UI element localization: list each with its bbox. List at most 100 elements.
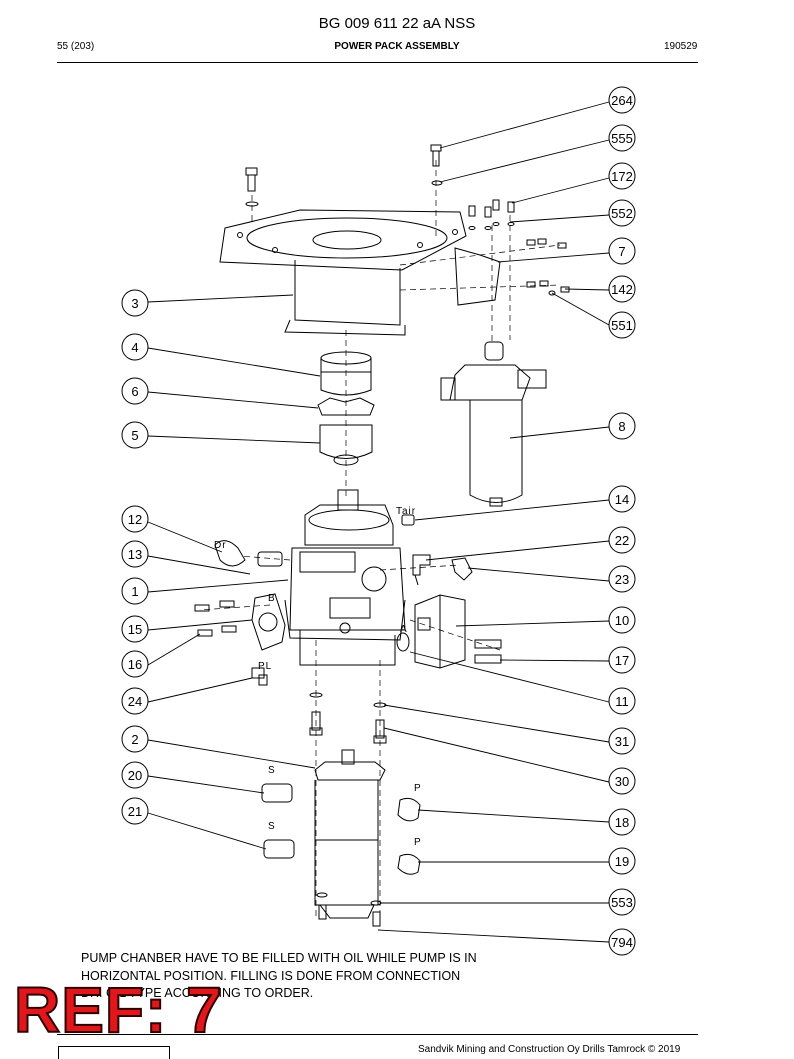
svg-text:19: 19 (615, 854, 629, 869)
callout-17[interactable]: 17 (608, 646, 636, 674)
svg-text:552: 552 (611, 206, 633, 221)
elbow-23 (451, 557, 473, 581)
gear-pump-2 (314, 749, 386, 919)
bolt-264 (430, 144, 443, 186)
svg-text:23: 23 (615, 572, 629, 587)
callout-5[interactable]: 5 (121, 421, 149, 449)
svg-text:13: 13 (128, 547, 142, 562)
filling-note: PUMP CHANBER HAVE TO BE FILLED WITH OIL … (81, 950, 551, 1003)
section-title: POWER PACK ASSEMBLY (334, 41, 460, 52)
callout-21[interactable]: 21 (121, 797, 149, 825)
svg-text:551: 551 (611, 318, 633, 333)
callout-10[interactable]: 10 (608, 606, 636, 634)
bolts-142 (526, 238, 570, 296)
assembly-axes (199, 160, 561, 920)
spider-6 (317, 397, 375, 416)
callout-16[interactable]: 16 (121, 650, 149, 678)
callout-794[interactable]: 794 (608, 928, 636, 956)
bolts-15-16 (194, 600, 237, 637)
svg-text:172: 172 (611, 169, 633, 184)
filter-8 (440, 341, 547, 507)
leader-lines (147, 101, 610, 943)
callout-553[interactable]: 553 (608, 888, 636, 916)
callout-23[interactable]: 23 (608, 565, 636, 593)
port-label-pl: PL (258, 661, 272, 672)
fitting-24 (251, 667, 268, 686)
port-label-s-lower: S (268, 821, 276, 832)
callout-6[interactable]: 6 (121, 377, 149, 405)
callout-22[interactable]: 22 (608, 526, 636, 554)
date-code: 190529 (664, 41, 698, 52)
port-label-tair: Tair (396, 506, 416, 517)
bolt-left (245, 167, 259, 207)
callout-8[interactable]: 8 (608, 412, 636, 440)
flange-housing (219, 209, 501, 336)
ref-stamp: REF: 7 (13, 974, 223, 1046)
port-label-dr: Dr (214, 540, 227, 551)
svg-text:4: 4 (131, 340, 138, 355)
callout-30[interactable]: 30 (608, 767, 636, 795)
svg-text:5: 5 (131, 428, 138, 443)
port-label-p-upper: P (414, 783, 422, 794)
callout-2[interactable]: 2 (121, 725, 149, 753)
callout-264[interactable]: 264 (608, 86, 636, 114)
bolts-172 (468, 199, 515, 230)
note-line-1: PUMP CHANBER HAVE TO BE FILLED WITH OIL … (81, 951, 477, 965)
svg-text:24: 24 (128, 694, 142, 709)
document-number: BG 009 611 22 aA NSS (318, 15, 476, 32)
callout-31[interactable]: 31 (608, 727, 636, 755)
callout-4[interactable]: 4 (121, 333, 149, 361)
svg-text:7: 7 (618, 244, 625, 259)
svg-text:794: 794 (611, 935, 633, 950)
callout-555[interactable]: 555 (608, 124, 636, 152)
tee-22 (412, 554, 431, 586)
svg-text:31: 31 (615, 734, 629, 749)
callout-18[interactable]: 18 (608, 808, 636, 836)
oring-11 (396, 632, 410, 652)
svg-text:1: 1 (131, 584, 138, 599)
fitting-20 (261, 783, 293, 803)
fitting-tair (401, 514, 415, 526)
callout-1[interactable]: 1 (121, 577, 149, 605)
callout-7[interactable]: 7 (608, 237, 636, 265)
fitting-21 (263, 839, 295, 859)
callout-24[interactable]: 24 (121, 687, 149, 715)
svg-text:553: 553 (611, 895, 633, 910)
svg-text:12: 12 (128, 512, 142, 527)
callout-19[interactable]: 19 (608, 847, 636, 875)
svg-text:15: 15 (128, 622, 142, 637)
callout-3[interactable]: 3 (121, 289, 149, 317)
callout-552[interactable]: 552 (608, 199, 636, 227)
callout-15[interactable]: 15 (121, 615, 149, 643)
callout-20[interactable]: 20 (121, 761, 149, 789)
svg-text:11: 11 (615, 694, 629, 709)
svg-text:16: 16 (128, 657, 142, 672)
callout-13[interactable]: 13 (121, 540, 149, 568)
footer-rule (57, 1034, 698, 1035)
callout-142[interactable]: 142 (608, 275, 636, 303)
callout-172[interactable]: 172 (608, 162, 636, 190)
header-rule (57, 62, 698, 63)
coupling-hub-5 (319, 424, 373, 466)
coupling-hub-4 (320, 351, 372, 396)
svg-text:20: 20 (128, 768, 142, 783)
callout-551[interactable]: 551 (608, 311, 636, 339)
callout-12[interactable]: 12 (121, 505, 149, 533)
svg-text:30: 30 (615, 774, 629, 789)
footer-copyright: Sandvik Mining and Construction Oy Drill… (418, 1044, 681, 1055)
callout-14[interactable]: 14 (608, 485, 636, 513)
callout-11[interactable]: 11 (608, 687, 636, 715)
svg-text:14: 14 (615, 492, 629, 507)
note-line-3: DR. OIL TYPE ACCORDING TO ORDER. (81, 986, 314, 1000)
svg-text:10: 10 (615, 613, 629, 628)
port-label-s-upper: S (268, 765, 276, 776)
fitting-18 (397, 797, 421, 822)
valve-block-10 (414, 594, 502, 669)
svg-text:6: 6 (131, 384, 138, 399)
svg-text:21: 21 (128, 804, 142, 819)
note-line-2: HORIZONTAL POSITION. FILLING IS DONE FRO… (81, 968, 461, 983)
svg-text:22: 22 (615, 533, 629, 548)
svg-text:8: 8 (618, 419, 625, 434)
bolts-30-31 (309, 692, 387, 744)
